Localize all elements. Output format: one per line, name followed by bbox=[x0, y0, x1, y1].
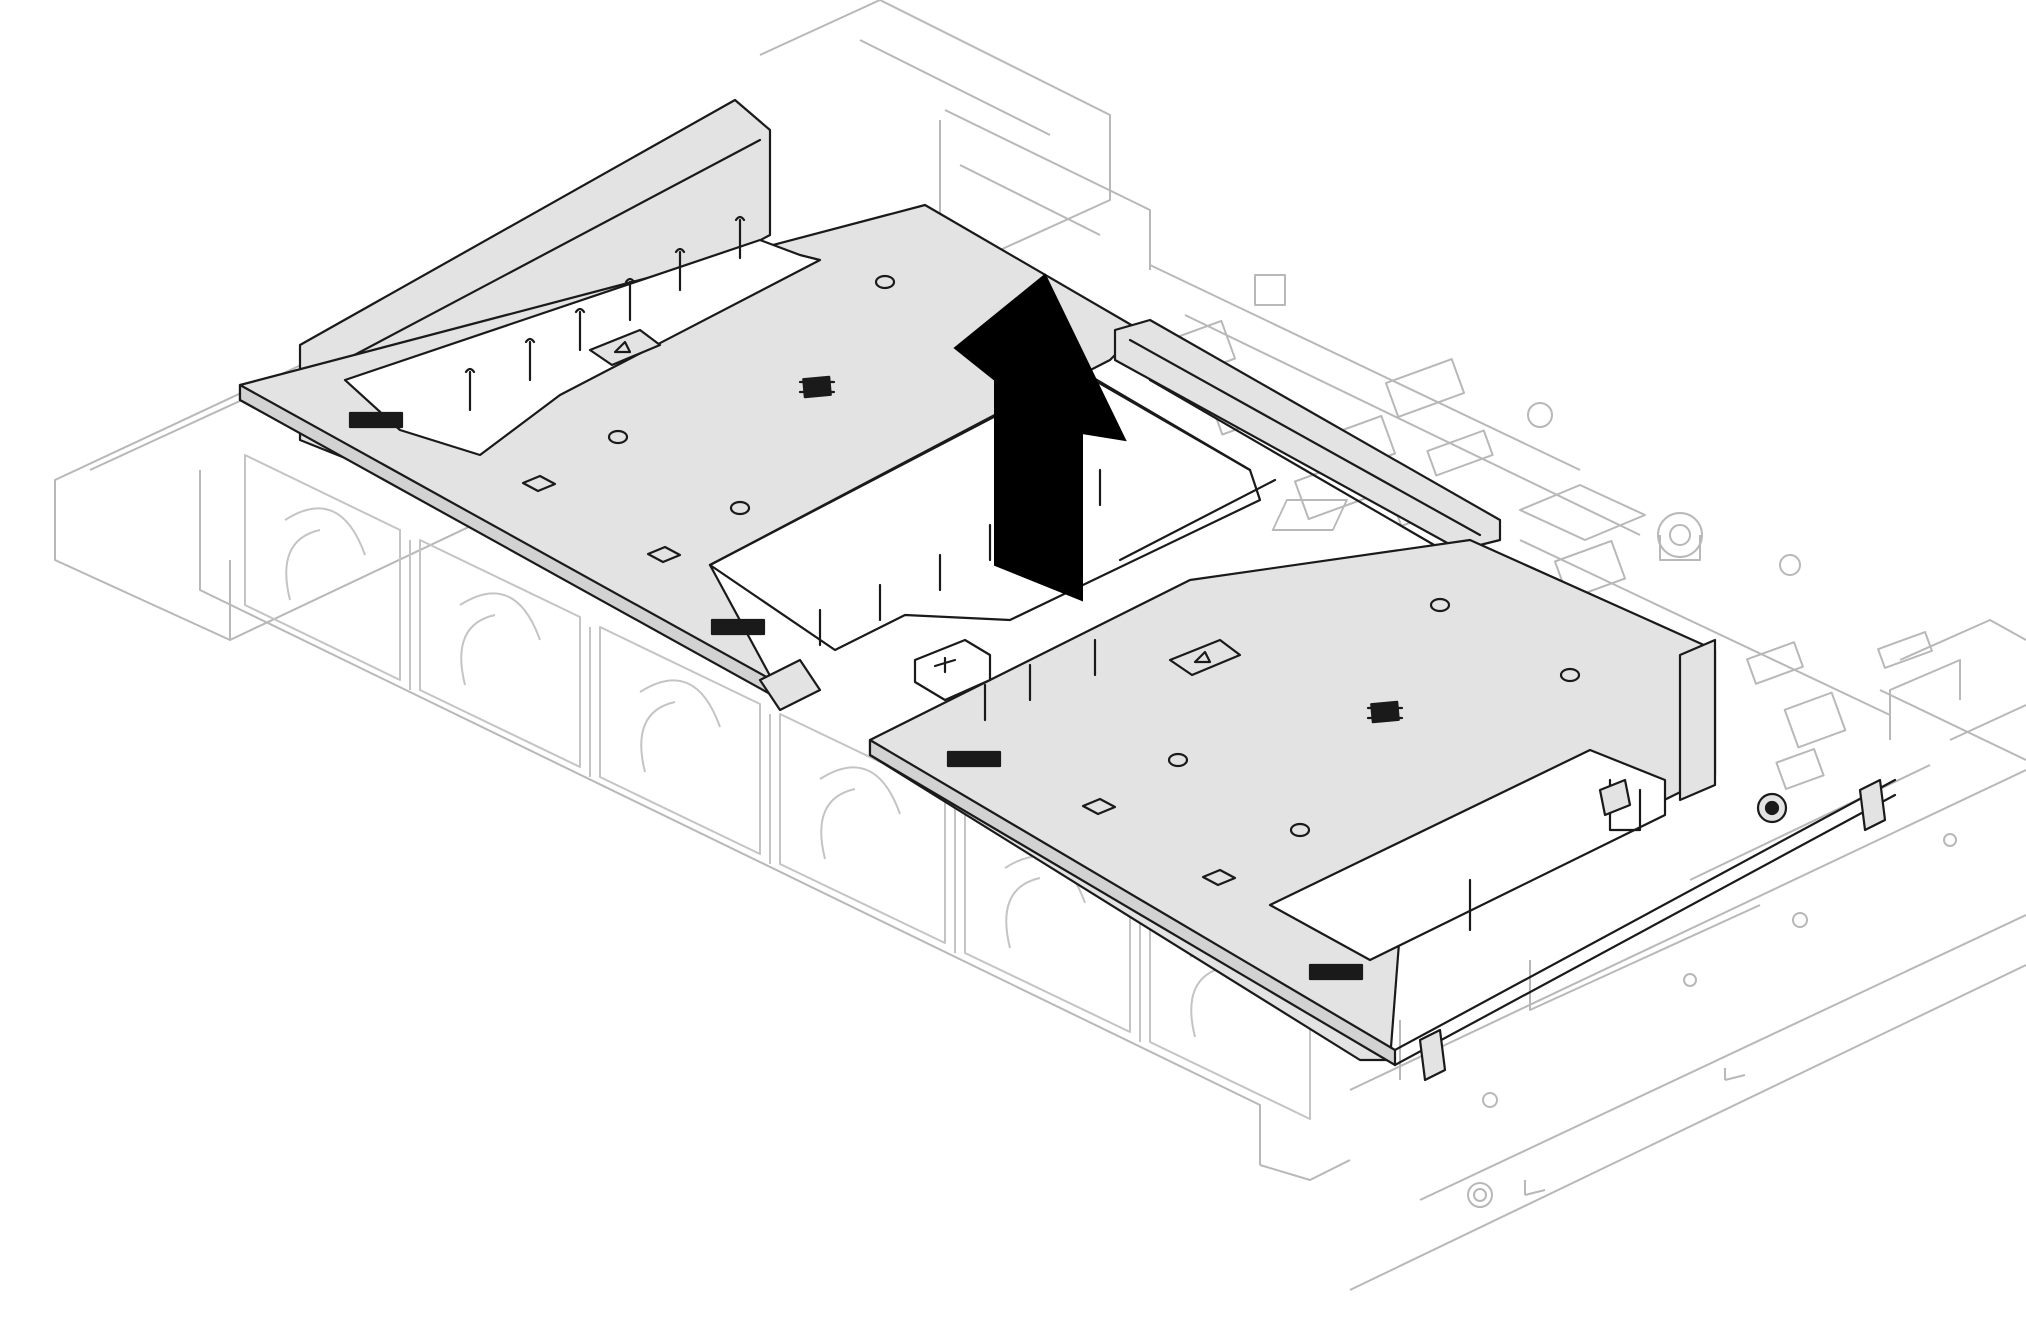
fan-1 bbox=[244, 454, 401, 681]
baffle-label-plate bbox=[913, 638, 992, 702]
processor-marker-1 bbox=[798, 375, 836, 399]
processor-marker-2 bbox=[1366, 700, 1404, 724]
chassis-outline bbox=[54, 0, 2026, 1291]
baffle-right-wall bbox=[1678, 638, 1717, 802]
baffle-screw-holes bbox=[607, 274, 1581, 838]
dimm-labels bbox=[348, 411, 1364, 981]
fan-2 bbox=[419, 539, 581, 768]
system-fans bbox=[244, 454, 1311, 1120]
air-baffle bbox=[238, 98, 1897, 1082]
arrow-up-icon bbox=[953, 273, 1127, 602]
fan-3 bbox=[599, 626, 761, 855]
baffle-slots bbox=[521, 474, 1237, 887]
